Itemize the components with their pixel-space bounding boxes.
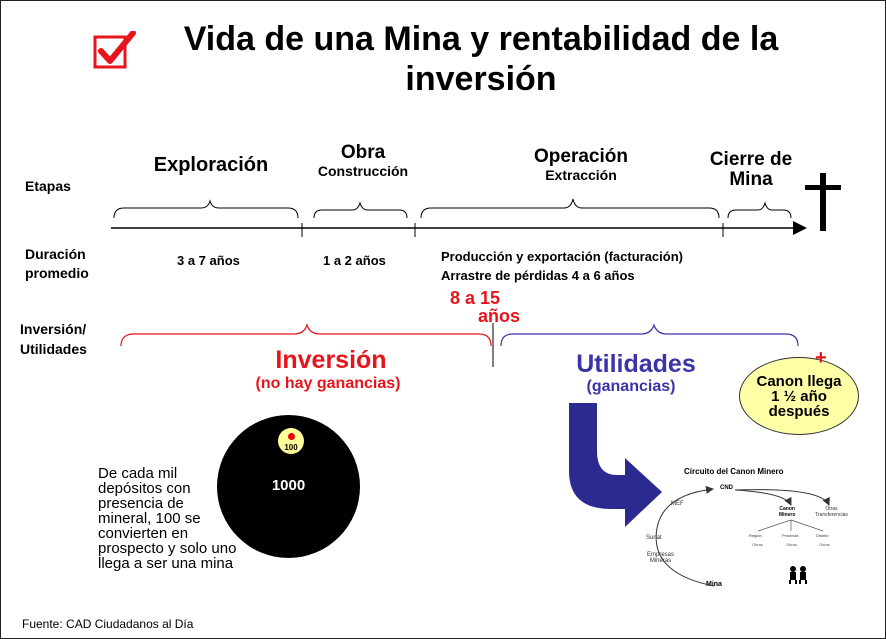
source-note: Fuente: CAD Ciudadanos al Día [22, 617, 194, 631]
duration-construccion: 1 a 2 años [323, 253, 386, 268]
stage-operacion-subtitle: Extracción [545, 167, 617, 183]
circuit-otras-line1: Otras [825, 506, 838, 512]
stage-cierre: Cierre de Mina [691, 150, 811, 190]
curved-arrow-icon [569, 403, 662, 527]
deposits-text: De cada mil depósitos con presencia de m… [98, 466, 248, 571]
canon-line3: después [768, 403, 830, 420]
circuit-cnd: CND [720, 485, 733, 491]
row-label-duracion: Duración promedio [25, 245, 89, 283]
canon-plus: + [815, 347, 827, 369]
circuit-cycle [655, 485, 715, 587]
deposits-text-line: De cada mil [98, 465, 178, 482]
circuit-empresas-line2: Mineras [649, 558, 672, 564]
investment-label: Inversión [275, 346, 387, 374]
deposits-text-line: prospecto y solo uno [98, 540, 237, 557]
deposits-circle-100 [278, 428, 304, 454]
brace-exploracion [113, 199, 299, 219]
brace-profits [500, 323, 799, 347]
stage-cierre-line2: Mina [729, 169, 773, 190]
circuit-obras-provincia: Obras [786, 542, 797, 547]
deposits-text-line: convierten en [98, 525, 189, 542]
deposits-text-line: presencia de [98, 495, 184, 512]
total-duration-line2: años [478, 306, 521, 326]
row-label-duracion-line1: Duración [25, 246, 86, 262]
investment-sublabel: (no hay ganancias) [255, 375, 401, 392]
stage-obra-title: Obra [340, 142, 386, 163]
stage-exploracion: Exploración [153, 154, 269, 176]
stage-operacion-title: Operación [534, 146, 628, 167]
cross-icon [820, 173, 826, 231]
timeline-arrowhead [793, 221, 807, 235]
total-duration: 8 a 15 años [450, 289, 520, 325]
circuit-title: Circuito del Canon Minero [684, 467, 784, 476]
circuit-canon-line1: Canon [779, 506, 795, 512]
page-title: Vida de una Mina y rentabilidad de la in… [183, 20, 779, 98]
row-label-inversion-line2: Utilidades [20, 341, 87, 357]
circuit-obras-region: Obras [752, 542, 763, 547]
circuit-empresas: Empresas Mineras [647, 552, 674, 564]
total-duration-line1: 8 a 15 [450, 288, 501, 308]
duration-exploracion: 3 a 7 años [177, 253, 240, 268]
circuit-otras: Otras Transferencias [815, 506, 848, 518]
people-icon [789, 566, 807, 584]
canon-line1: Canon llega [756, 373, 842, 390]
circuit-mina: Mina [706, 581, 722, 588]
stage-obra-subtitle: Construcción [317, 163, 409, 179]
circuit-provincia: Provincia [782, 533, 799, 538]
deposits-text-line: llega a ser una mina [98, 555, 234, 572]
brace-investment [120, 323, 492, 347]
checkbox-icon [93, 31, 136, 69]
brace-construccion [313, 201, 408, 219]
deposits-text-line: depósitos con [98, 480, 191, 497]
circuit-mef: MEF [671, 501, 684, 507]
brace-operacion [420, 198, 720, 219]
profits-label: Utilidades [576, 350, 696, 378]
row-label-inversion-line1: Inversión/ [20, 321, 87, 337]
deposits-text-line: mineral, 100 se [98, 510, 201, 527]
circuit-otras-line2: Transferencias [815, 512, 848, 518]
circuit-distrito: Distrito [816, 533, 829, 538]
stage-obra: Obra Construcción [301, 142, 425, 180]
circuit-branch-distrito [790, 519, 824, 532]
duration-operacion-line1: Producción y exportación (facturación) [441, 249, 683, 264]
circuit-sunat: Sunat [646, 535, 662, 541]
circuit-canon: Canon Minero [779, 506, 795, 518]
row-label-etapas: Etapas [25, 178, 71, 194]
circuit-branch-canon [734, 489, 792, 506]
circuit-branch-otras [734, 489, 830, 506]
circuit-branch-region [757, 519, 792, 532]
deposits-big-label: 1000 [271, 477, 306, 494]
circuit-canon-line2: Minero [779, 512, 796, 518]
circuit-region: Región [749, 533, 762, 538]
brace-cierre [727, 201, 792, 219]
canon-bubble: Canon llega 1 ½ año después [739, 357, 859, 435]
row-label-inversion: Inversión/ Utilidades [20, 319, 87, 359]
duration-operacion: Producción y exportación (facturación) A… [441, 247, 683, 285]
canon-line2: 1 ½ año [771, 388, 827, 405]
row-label-duracion-line2: promedio [25, 265, 89, 281]
profits-sublabel: (ganancias) [586, 378, 676, 395]
stage-cierre-line1: Cierre de [709, 149, 793, 170]
circuit-obras-distrito: Obras [819, 542, 830, 547]
mine-dot [288, 433, 295, 440]
deposits-small-label: 100 [284, 443, 298, 452]
stage-operacion: Operación Extracción [491, 146, 671, 184]
duration-operacion-line2: Arrastre de pérdidas 4 a 6 años [441, 268, 635, 283]
